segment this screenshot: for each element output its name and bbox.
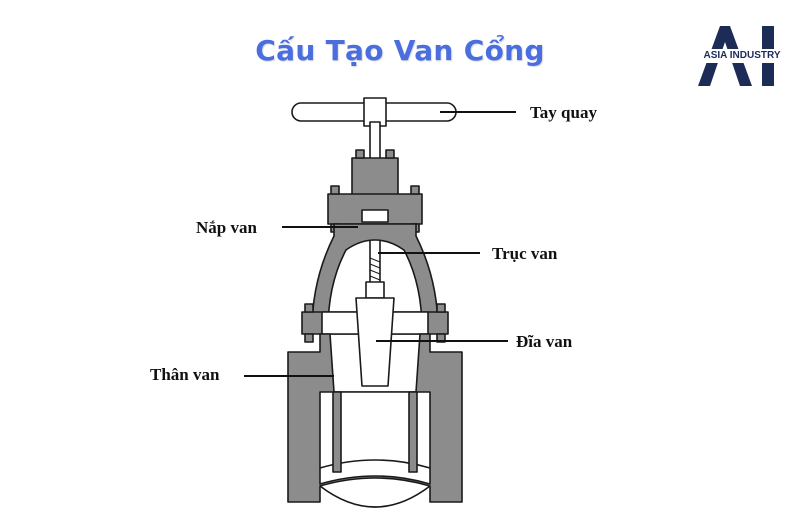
asia-industry-logo: ASIA INDUSTRY [694,24,790,90]
page-title: Cấu Tạo Van Cổng [255,34,545,67]
disc [355,297,395,387]
label-handwheel: Tay quay [530,103,597,122]
label-stem: Trục van [492,244,558,263]
logo-text: ASIA INDUSTRY [694,49,790,63]
label-disc: Đĩa van [516,332,573,351]
disc-holder [365,281,385,299]
label-bonnet: Nắp van [196,218,257,237]
label-body: Thân van [150,365,220,384]
gland [351,157,399,197]
